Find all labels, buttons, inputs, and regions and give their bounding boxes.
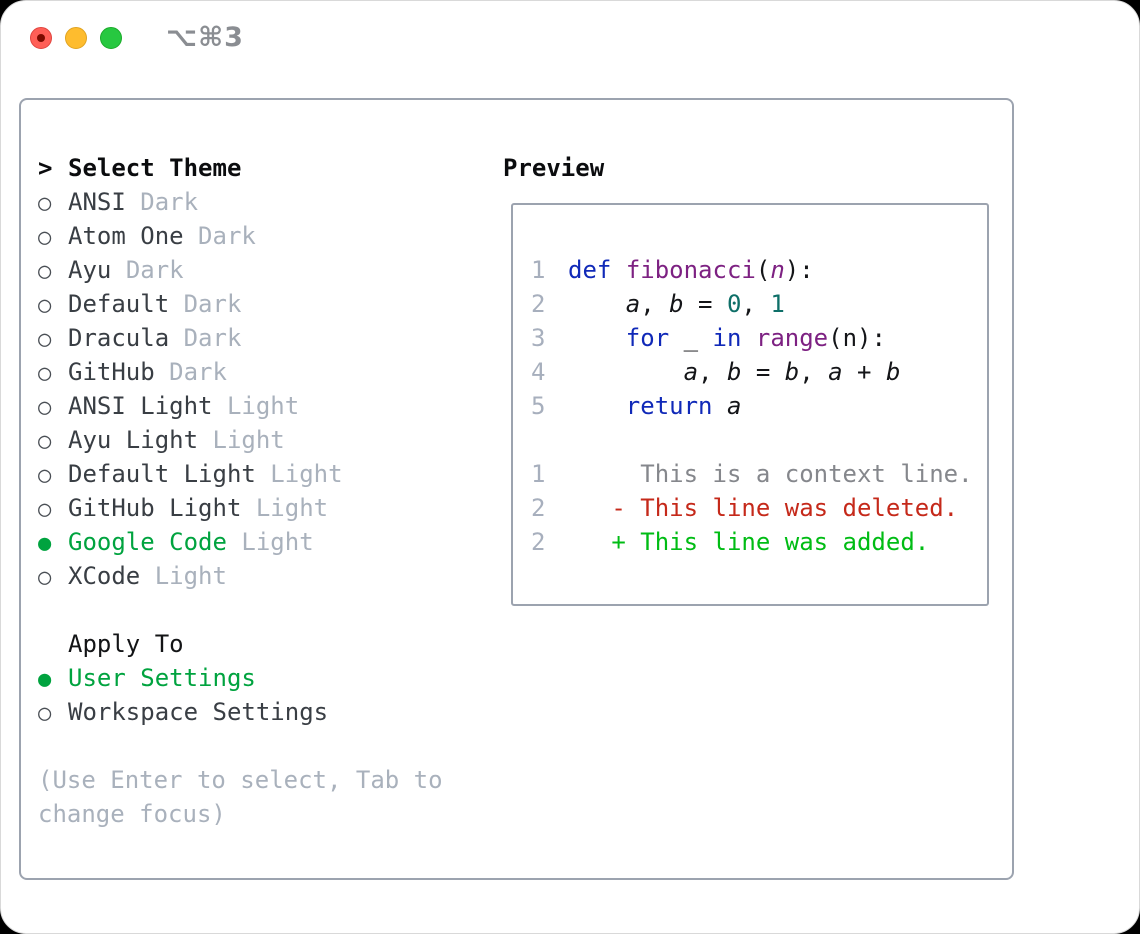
theme-option-github[interactable]: ○ GitHub Dark <box>38 355 508 389</box>
help-text-line-1: (Use Enter to select, Tab to <box>38 766 443 794</box>
line-number: 5 <box>531 392 546 420</box>
code-line: 2 + This line was added. <box>531 525 987 559</box>
theme-name: GitHub <box>68 358 155 386</box>
theme-option-ayu-light[interactable]: ○ Ayu Light Light <box>38 423 508 457</box>
radio-icon: ○ <box>38 327 52 352</box>
radio-icon: ○ <box>38 293 52 318</box>
radio-icon: ○ <box>38 361 52 386</box>
radio-icon: ○ <box>38 225 52 250</box>
code-line: 3 for _ in range(n): <box>531 321 987 355</box>
radio-icon: ○ <box>38 701 52 726</box>
theme-variant: Light <box>154 562 227 590</box>
theme-name: Google Code <box>68 528 227 556</box>
code-line: 2 a, b = 0, 1 <box>531 287 987 321</box>
theme-name: XCode <box>68 562 141 590</box>
theme-option-ansi-light[interactable]: ○ ANSI Light Light <box>38 389 508 423</box>
radio-icon: ○ <box>38 463 52 488</box>
apply-option-label: Workspace Settings <box>68 698 329 726</box>
theme-name: GitHub Light <box>68 494 242 522</box>
apply-to-header: Apply To <box>38 627 508 661</box>
select-theme-label: Select Theme <box>68 154 242 182</box>
apply-option-workspace-settings[interactable]: ○ Workspace Settings <box>38 695 508 729</box>
theme-variant: Dark <box>125 256 184 284</box>
theme-name: Default Light <box>68 460 256 488</box>
theme-name: Default <box>68 290 170 318</box>
theme-variant: Light <box>241 528 314 556</box>
theme-name: Atom One <box>68 222 184 250</box>
theme-variant: Light <box>270 460 343 488</box>
theme-name: ANSI <box>68 188 126 216</box>
theme-option-ayu[interactable]: ○ Ayu Dark <box>38 253 508 287</box>
maximize-button[interactable] <box>100 27 122 49</box>
code-line: 4 a, b = b, a + b <box>531 355 987 389</box>
selected-radio-icon: ● <box>38 667 52 692</box>
title-bar: ⌥⌘3 <box>1 1 1139 75</box>
radio-icon: ○ <box>38 191 52 216</box>
apply-to-label: Apply To <box>68 630 184 658</box>
cursor-icon: > <box>38 154 53 182</box>
theme-option-dracula[interactable]: ○ Dracula Dark <box>38 321 508 355</box>
preview-label: Preview <box>503 154 605 182</box>
theme-option-google-code[interactable]: ● Google Code Light <box>38 525 508 559</box>
help-text-line-2: change focus) <box>38 800 226 828</box>
line-number: 2 <box>531 494 546 522</box>
line-number: 2 <box>531 528 546 556</box>
radio-icon: ○ <box>38 395 52 420</box>
theme-variant: Light <box>255 494 329 522</box>
radio-icon: ○ <box>38 565 52 590</box>
line-number: 2 <box>531 290 546 318</box>
line-number: 4 <box>531 358 546 386</box>
spacer <box>38 729 508 763</box>
select-theme-header: > Select Theme <box>38 151 508 185</box>
apply-to-options: ● User Settings ○ Workspace Settings <box>38 661 508 729</box>
radio-icon: ○ <box>38 259 52 284</box>
theme-variant: Light <box>212 426 285 454</box>
window-title: ⌥⌘3 <box>166 22 244 53</box>
code-line <box>531 423 987 457</box>
theme-list: > Select Theme ○ ANSI Dark ○ Atom One Dark ○ A… <box>38 151 508 831</box>
apply-option-user-settings[interactable]: ● User Settings <box>38 661 508 695</box>
close-button[interactable] <box>30 27 52 49</box>
theme-name: Dracula <box>68 324 170 352</box>
theme-option-atom-one[interactable]: ○ Atom One Dark <box>38 219 508 253</box>
radio-icon: ○ <box>38 497 52 522</box>
theme-name: Ayu <box>68 256 112 284</box>
radio-icon: ○ <box>38 429 52 454</box>
theme-option-default-light[interactable]: ○ Default Light Light <box>38 457 508 491</box>
minimize-button[interactable] <box>65 27 87 49</box>
theme-variant: Dark <box>169 358 227 386</box>
theme-options: ○ ANSI Dark ○ Atom One Dark ○ Ayu Dark ○ Defaul… <box>38 185 508 593</box>
theme-variant: Dark <box>183 324 242 352</box>
line-number: 1 <box>531 256 546 284</box>
theme-option-xcode[interactable]: ○ XCode Light <box>38 559 508 593</box>
code-line: 5 return a <box>531 389 987 423</box>
code-line: 1 This is a context line. <box>531 457 987 491</box>
spacer <box>38 593 508 627</box>
theme-option-ansi[interactable]: ○ ANSI Dark <box>38 185 508 219</box>
theme-name: Ayu Light <box>68 426 199 454</box>
code-line: 2 - This line was deleted. <box>531 491 987 525</box>
theme-variant: Light <box>226 392 300 420</box>
theme-variant: Dark <box>183 290 242 318</box>
close-button-dot <box>37 34 45 42</box>
theme-variant: Dark <box>198 222 256 250</box>
theme-picker-panel: > Select Theme ○ ANSI Dark ○ Atom One Dark ○ A… <box>19 98 1014 880</box>
apply-option-label: User Settings <box>68 664 256 692</box>
selected-radio-icon: ● <box>38 531 52 556</box>
theme-option-default[interactable]: ○ Default Dark <box>38 287 508 321</box>
theme-variant: Dark <box>140 188 199 216</box>
line-number: 3 <box>531 324 546 352</box>
theme-option-github-light[interactable]: ○ GitHub Light Light <box>38 491 508 525</box>
theme-name: ANSI Light <box>68 392 213 420</box>
line-number: 1 <box>531 460 546 488</box>
